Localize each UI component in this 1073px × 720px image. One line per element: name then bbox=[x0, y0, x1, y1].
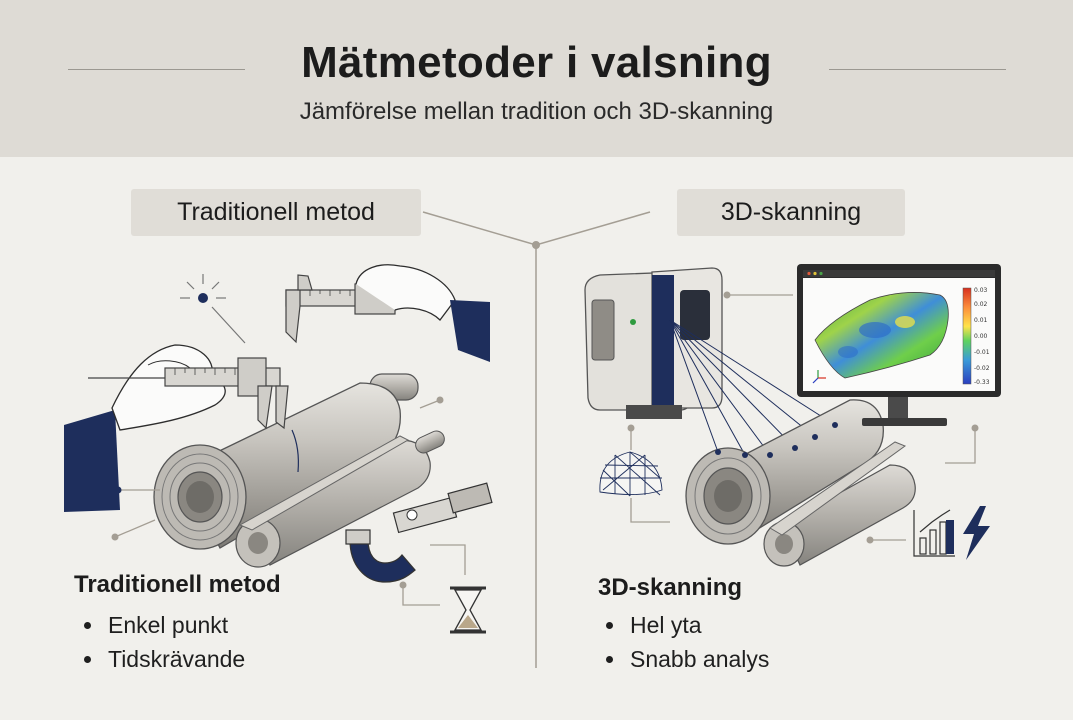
mesh-icon bbox=[599, 451, 663, 497]
connector-lines-left bbox=[111, 396, 466, 606]
sun-icon bbox=[180, 274, 246, 344]
caliper-icon bbox=[88, 357, 289, 430]
roll-icon bbox=[685, 399, 916, 567]
traditional-method-label: Traditionell metod bbox=[131, 189, 421, 236]
scanning-list-title: 3D-skanning bbox=[598, 574, 743, 601]
caliper-icon bbox=[285, 264, 490, 362]
page-title: Mätmetoder i valsning bbox=[301, 38, 772, 87]
list-item: Snabb analys bbox=[598, 642, 769, 676]
list-item: Hel yta bbox=[598, 608, 769, 642]
colorbar-tick: -0.02 bbox=[974, 365, 990, 372]
hourglass-icon bbox=[450, 586, 486, 634]
divider bbox=[422, 211, 651, 668]
header-band bbox=[0, 0, 1073, 157]
list-item: Enkel punkt bbox=[76, 608, 245, 642]
scanning-list: Hel yta Snabb analys bbox=[598, 608, 769, 676]
page-subtitle: Jämförelse mellan tradition och 3D-skann… bbox=[299, 98, 774, 125]
3d-scanning-label: 3D-skanning bbox=[677, 189, 905, 236]
title-rule-left bbox=[68, 69, 245, 70]
title-rule-right bbox=[829, 69, 1006, 70]
connector-lines-right bbox=[627, 291, 979, 544]
lightning-icon bbox=[963, 506, 990, 560]
micrometer-icon bbox=[345, 482, 493, 583]
colorbar-tick: -0.01 bbox=[974, 349, 990, 356]
traditional-list-title: Traditionell metod bbox=[74, 571, 281, 598]
colorbar-tick: -0.33 bbox=[974, 379, 990, 386]
colorbar-tick: 0.02 bbox=[974, 301, 988, 308]
colorbar-tick: 0.00 bbox=[974, 333, 988, 340]
monitor-icon: 0.03 0.02 0.01 0.00 -0.01 -0.02 -0.33 bbox=[797, 264, 1001, 426]
laser-scanner-icon bbox=[584, 267, 723, 419]
roll-icon bbox=[153, 373, 445, 568]
bar-chart-icon bbox=[913, 509, 955, 557]
colorbar-tick: 0.01 bbox=[974, 317, 988, 324]
traditional-list: Enkel punkt Tidskrävande bbox=[76, 608, 245, 676]
colorbar-tick: 0.03 bbox=[974, 287, 988, 294]
list-item: Tidskrävande bbox=[76, 642, 245, 676]
